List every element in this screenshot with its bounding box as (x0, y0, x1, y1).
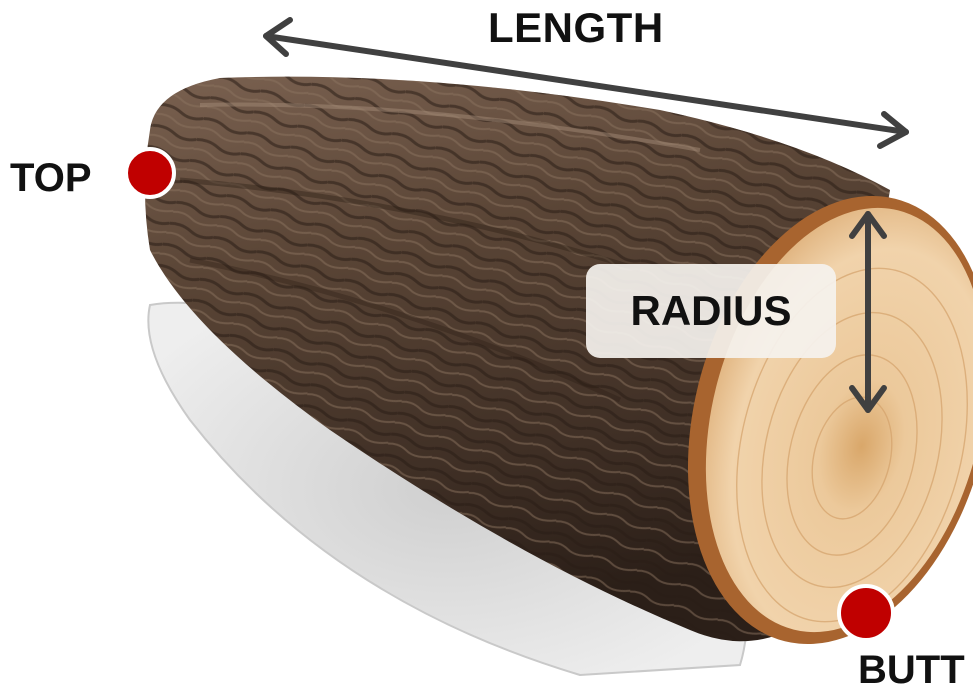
top-marker-icon (126, 149, 174, 197)
butt-label: BUTT (858, 648, 965, 693)
top-label: TOP (10, 156, 92, 201)
radius-label-box: RADIUS (586, 264, 836, 358)
radius-label: RADIUS (586, 264, 836, 358)
butt-marker-icon (839, 586, 893, 640)
length-label: LENGTH (488, 4, 664, 52)
